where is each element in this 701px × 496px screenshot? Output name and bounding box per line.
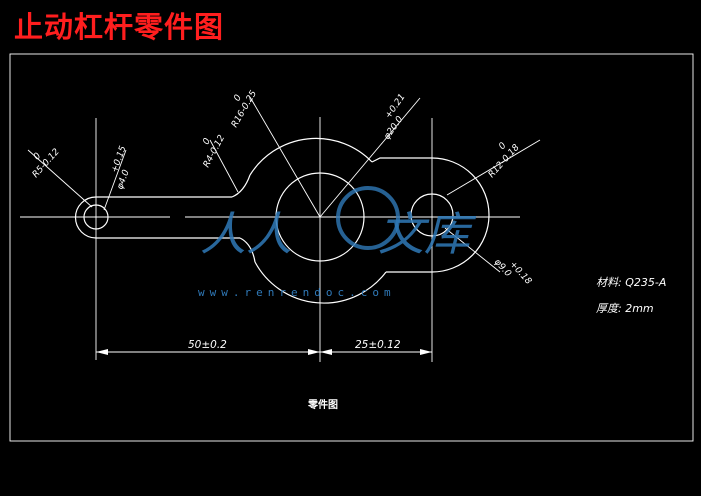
drawing-frame bbox=[9, 53, 694, 442]
dim-r12-top: 0 bbox=[497, 141, 508, 152]
dim-r4-top: 0 bbox=[201, 137, 213, 147]
watermark-url: www.renrendoc.com bbox=[198, 286, 396, 299]
part-outline bbox=[74, 137, 490, 304]
material-label: 材料: Q235-A bbox=[596, 276, 666, 289]
dim-d4-tol: +0.15 bbox=[110, 145, 129, 175]
dim-left-spacing: 50±0.2 bbox=[188, 339, 227, 351]
dim-r16-top: 0 bbox=[232, 93, 244, 103]
drawing-caption: 零件图 bbox=[307, 398, 338, 411]
watermark-left: 人人 bbox=[200, 207, 292, 261]
page-title: 止动杠杆零件图 bbox=[14, 10, 225, 44]
dim-right-spacing: 25±0.12 bbox=[355, 339, 401, 351]
dim-r5-top: 0 bbox=[32, 151, 43, 162]
watermark-right: 文库 bbox=[378, 207, 477, 261]
thickness-label: 厚度: 2mm bbox=[596, 302, 654, 315]
center-lines bbox=[20, 117, 520, 362]
watermark: 人人 文库 www.renrendoc.com bbox=[198, 186, 477, 299]
dim-d20: φ20.0 bbox=[382, 114, 405, 141]
dimension-lines bbox=[27, 96, 541, 355]
